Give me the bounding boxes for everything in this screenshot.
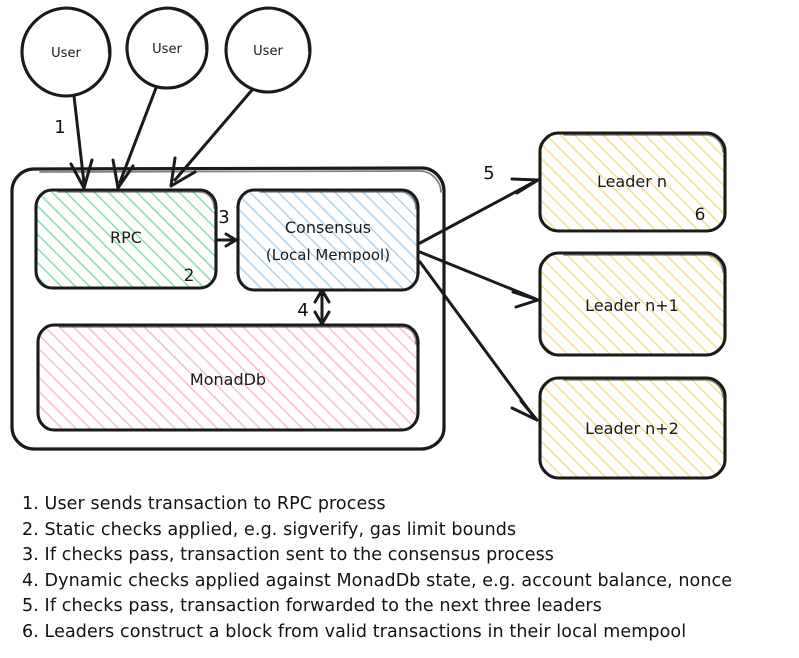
rpc-step-number: 2 xyxy=(184,266,195,286)
arrow-user2-to-rpc xyxy=(111,86,158,190)
consensus-box-label-line1: Consensus xyxy=(285,218,371,237)
monaddb-box-fill xyxy=(38,325,418,430)
arrow-user1-to-rpc xyxy=(69,94,94,190)
legend-item-1: 1. User sends transaction to RPC process xyxy=(22,494,386,514)
consensus-box[interactable]: Consensus (Local Mempool) xyxy=(236,188,420,292)
leader-n2-box[interactable]: Leader n+2 xyxy=(538,376,727,480)
user-node-2-label: User xyxy=(152,42,182,57)
leader-n-box[interactable]: Leader n 6 xyxy=(538,131,727,233)
consensus-box-fill xyxy=(238,190,418,290)
user-node-1[interactable]: User xyxy=(20,6,112,98)
arrow-consensus-monaddb xyxy=(313,288,331,326)
leader-n2-box-fill xyxy=(540,378,725,478)
monaddb-box[interactable]: MonadDb xyxy=(36,323,420,432)
leader-n-box-fill xyxy=(540,133,725,231)
monaddb-box-label: MonadDb xyxy=(190,370,266,389)
rpc-box-fill xyxy=(36,190,216,288)
legend-item-3: 3. If checks pass, transaction sent to t… xyxy=(22,545,555,565)
edge-label-4: 4 xyxy=(297,300,308,321)
arrow-consensus-to-leader-n1 xyxy=(418,250,540,309)
legend-item-2: 2. Static checks applied, e.g. sigverify… xyxy=(22,519,517,540)
edge-label-5: 5 xyxy=(483,163,494,184)
leader-n2-box-label: Leader n+2 xyxy=(585,419,679,438)
arrow-rpc-to-consensus xyxy=(214,232,238,248)
leader-n1-box[interactable]: Leader n+1 xyxy=(538,251,727,357)
legend-item-5: 5. If checks pass, transaction forwarded… xyxy=(22,596,602,616)
user-node-2[interactable]: User xyxy=(125,6,209,90)
leader-n1-box-fill xyxy=(540,253,725,355)
edge-label-1: 1 xyxy=(54,117,65,138)
legend-item-4: 4. Dynamic checks applied against MonadD… xyxy=(22,570,733,591)
leader-n1-box-label: Leader n+1 xyxy=(585,296,679,315)
user-node-1-label: User xyxy=(51,46,81,61)
arrow-consensus-to-leader-n xyxy=(418,177,540,245)
leader-n-step-number: 6 xyxy=(695,205,706,225)
full-node-container xyxy=(10,166,446,451)
arrow-user3-to-rpc xyxy=(169,88,254,188)
rpc-box-label: RPC xyxy=(110,228,142,247)
arrow-consensus-to-leader-n2 xyxy=(418,260,539,422)
legend-item-6: 6. Leaders construct a block from valid … xyxy=(22,621,687,642)
leader-n-box-label: Leader n xyxy=(597,172,667,191)
legend-list: 1. User sends transaction to RPC process… xyxy=(22,492,792,645)
user-node-3-label: User xyxy=(253,44,283,59)
rpc-box[interactable]: RPC 2 xyxy=(34,188,218,290)
consensus-box-label-line2: (Local Mempool) xyxy=(266,246,390,264)
edge-label-3: 3 xyxy=(218,207,229,228)
user-node-3[interactable]: User xyxy=(224,6,312,94)
